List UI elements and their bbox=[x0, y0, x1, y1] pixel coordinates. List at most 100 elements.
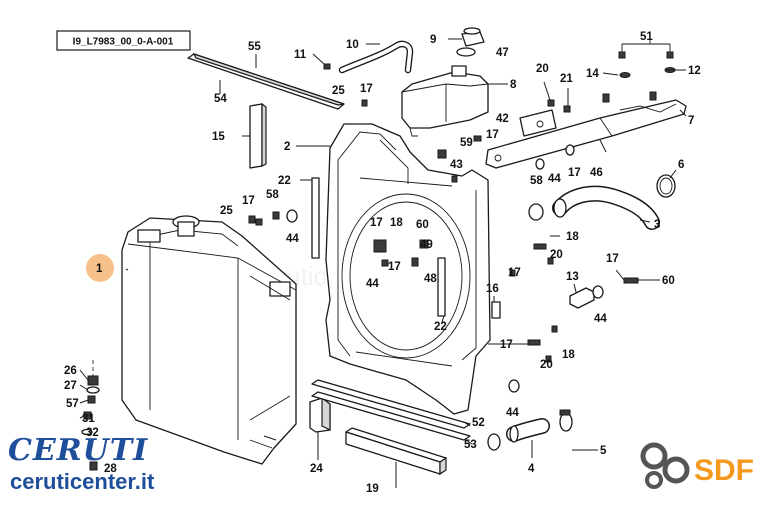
callout-44-b[interactable]: 44 bbox=[366, 278, 379, 290]
left-hardware bbox=[81, 395, 98, 471]
callout-7[interactable]: 7 bbox=[688, 115, 694, 127]
callout-57[interactable]: 57 bbox=[66, 398, 79, 410]
callout-2[interactable]: 2 bbox=[284, 141, 290, 153]
upper-hose bbox=[552, 185, 660, 230]
callout-12[interactable]: 12 bbox=[688, 65, 701, 77]
callout-49[interactable]: 49 bbox=[420, 239, 433, 251]
callout-26[interactable]: 26 bbox=[64, 365, 77, 377]
side-bracket bbox=[569, 287, 595, 309]
shroud-seal-strips bbox=[311, 177, 446, 317]
callout-55[interactable]: 55 bbox=[248, 41, 261, 53]
callout-44-e[interactable]: 44 bbox=[506, 407, 519, 419]
callout-27[interactable]: 27 bbox=[64, 380, 77, 392]
callout-17-h[interactable]: 17 bbox=[606, 253, 619, 265]
callout-53[interactable]: 53 bbox=[464, 439, 477, 451]
sdf-logo-text: SDF bbox=[694, 454, 754, 487]
callout-17-c[interactable]: 17 bbox=[568, 167, 581, 179]
callout-24[interactable]: 24 bbox=[310, 463, 323, 475]
expansion-tank bbox=[401, 65, 489, 137]
callout-43[interactable]: 43 bbox=[450, 159, 463, 171]
radiator-shroud bbox=[325, 123, 491, 415]
lower-hose-clamp bbox=[559, 409, 573, 432]
callout-21[interactable]: 21 bbox=[560, 73, 573, 85]
callout-44-a[interactable]: 44 bbox=[286, 233, 299, 245]
callout-labels: 1 2 3 4 5 6 7 8 9 10 11 12 13 14 15 16 1… bbox=[64, 31, 701, 495]
sdf-emblem-icon bbox=[640, 442, 690, 489]
callout-60-b[interactable]: 60 bbox=[662, 275, 675, 287]
callout-20-b[interactable]: 20 bbox=[550, 249, 563, 261]
seal-strip-upper bbox=[187, 52, 345, 110]
callout-25-b[interactable]: 25 bbox=[220, 205, 233, 217]
callout-highlight-1 bbox=[86, 254, 114, 282]
callout-1[interactable]: 1 bbox=[96, 263, 103, 275]
lower-mount-block bbox=[309, 396, 331, 433]
callout-58-b[interactable]: 58 bbox=[530, 175, 543, 187]
bracket-bolts bbox=[602, 34, 676, 103]
callout-46[interactable]: 46 bbox=[590, 167, 603, 179]
sdf-logo: SDF bbox=[640, 442, 754, 489]
callout-3[interactable]: 3 bbox=[654, 219, 660, 231]
side-plate bbox=[491, 301, 501, 319]
callout-17-d[interactable]: 17 bbox=[242, 195, 255, 207]
lower-hose-clamp-left bbox=[487, 433, 501, 451]
callout-17-f[interactable]: 17 bbox=[388, 261, 401, 273]
drawing-code-text: I9_L7983_00_0-A-001 bbox=[73, 37, 174, 48]
washers bbox=[286, 144, 604, 393]
callout-20-c[interactable]: 20 bbox=[540, 359, 553, 371]
cap-seal bbox=[456, 47, 476, 57]
hose-clamp-right bbox=[656, 174, 676, 198]
callout-20-a[interactable]: 20 bbox=[536, 63, 549, 75]
callout-48[interactable]: 48 bbox=[424, 273, 437, 285]
ceruti-logo: CERUTI ceruticenter.it bbox=[8, 433, 155, 494]
callout-5[interactable]: 5 bbox=[600, 445, 607, 457]
part-shapes bbox=[81, 27, 687, 476]
callout-18-c[interactable]: 18 bbox=[562, 349, 575, 361]
tank-cap bbox=[461, 27, 485, 47]
callout-4[interactable]: 4 bbox=[528, 463, 535, 475]
lower-seal-strips bbox=[311, 379, 471, 441]
callout-18-b[interactable]: 18 bbox=[566, 231, 579, 243]
side-bolt bbox=[623, 277, 639, 284]
callout-17-i[interactable]: 17 bbox=[500, 339, 513, 351]
callout-13[interactable]: 13 bbox=[566, 271, 579, 283]
callout-25-a[interactable]: 25 bbox=[332, 85, 345, 97]
callout-42[interactable]: 42 bbox=[496, 113, 509, 125]
callout-47[interactable]: 47 bbox=[496, 47, 509, 59]
callout-17-g[interactable]: 17 bbox=[508, 267, 521, 279]
radiator bbox=[121, 215, 297, 465]
callout-32[interactable]: 32 bbox=[86, 427, 99, 439]
callout-18-a[interactable]: 18 bbox=[390, 217, 403, 229]
callout-28[interactable]: 28 bbox=[104, 463, 117, 475]
callout-16[interactable]: 16 bbox=[486, 283, 499, 295]
drawing-code-frame bbox=[56, 30, 191, 51]
callout-60-a[interactable]: 60 bbox=[416, 219, 429, 231]
callout-59[interactable]: 59 bbox=[460, 137, 473, 149]
lower-foam-block bbox=[345, 427, 447, 476]
callout-9[interactable]: 9 bbox=[430, 34, 436, 46]
lower-hose bbox=[506, 418, 550, 443]
callout-22-a[interactable]: 22 bbox=[278, 175, 291, 187]
callout-11[interactable]: 11 bbox=[294, 49, 307, 61]
callout-17-b[interactable]: 17 bbox=[486, 129, 499, 141]
callout-52[interactable]: 52 bbox=[472, 417, 485, 429]
callout-58-a[interactable]: 58 bbox=[266, 189, 279, 201]
callout-8[interactable]: 8 bbox=[510, 79, 517, 91]
callout-44-c[interactable]: 44 bbox=[548, 173, 561, 185]
callout-15[interactable]: 15 bbox=[212, 131, 225, 143]
callout-6[interactable]: 6 bbox=[678, 159, 684, 171]
callout-17-e[interactable]: 17 bbox=[370, 217, 383, 229]
callout-51[interactable]: 51 bbox=[640, 31, 653, 43]
callout-19[interactable]: 19 bbox=[366, 483, 379, 495]
callout-31[interactable]: 31 bbox=[82, 413, 95, 425]
support-bracket bbox=[485, 99, 687, 169]
callout-14[interactable]: 14 bbox=[586, 68, 599, 80]
drain-plug bbox=[86, 360, 100, 394]
ceruti-site-text[interactable]: ceruticenter.it bbox=[10, 469, 155, 494]
callout-17-a[interactable]: 17 bbox=[360, 83, 373, 95]
callout-22-b[interactable]: 22 bbox=[434, 321, 447, 333]
callout-44-d[interactable]: 44 bbox=[594, 313, 607, 325]
callout-54[interactable]: 54 bbox=[214, 93, 227, 105]
callout-10[interactable]: 10 bbox=[346, 39, 359, 51]
